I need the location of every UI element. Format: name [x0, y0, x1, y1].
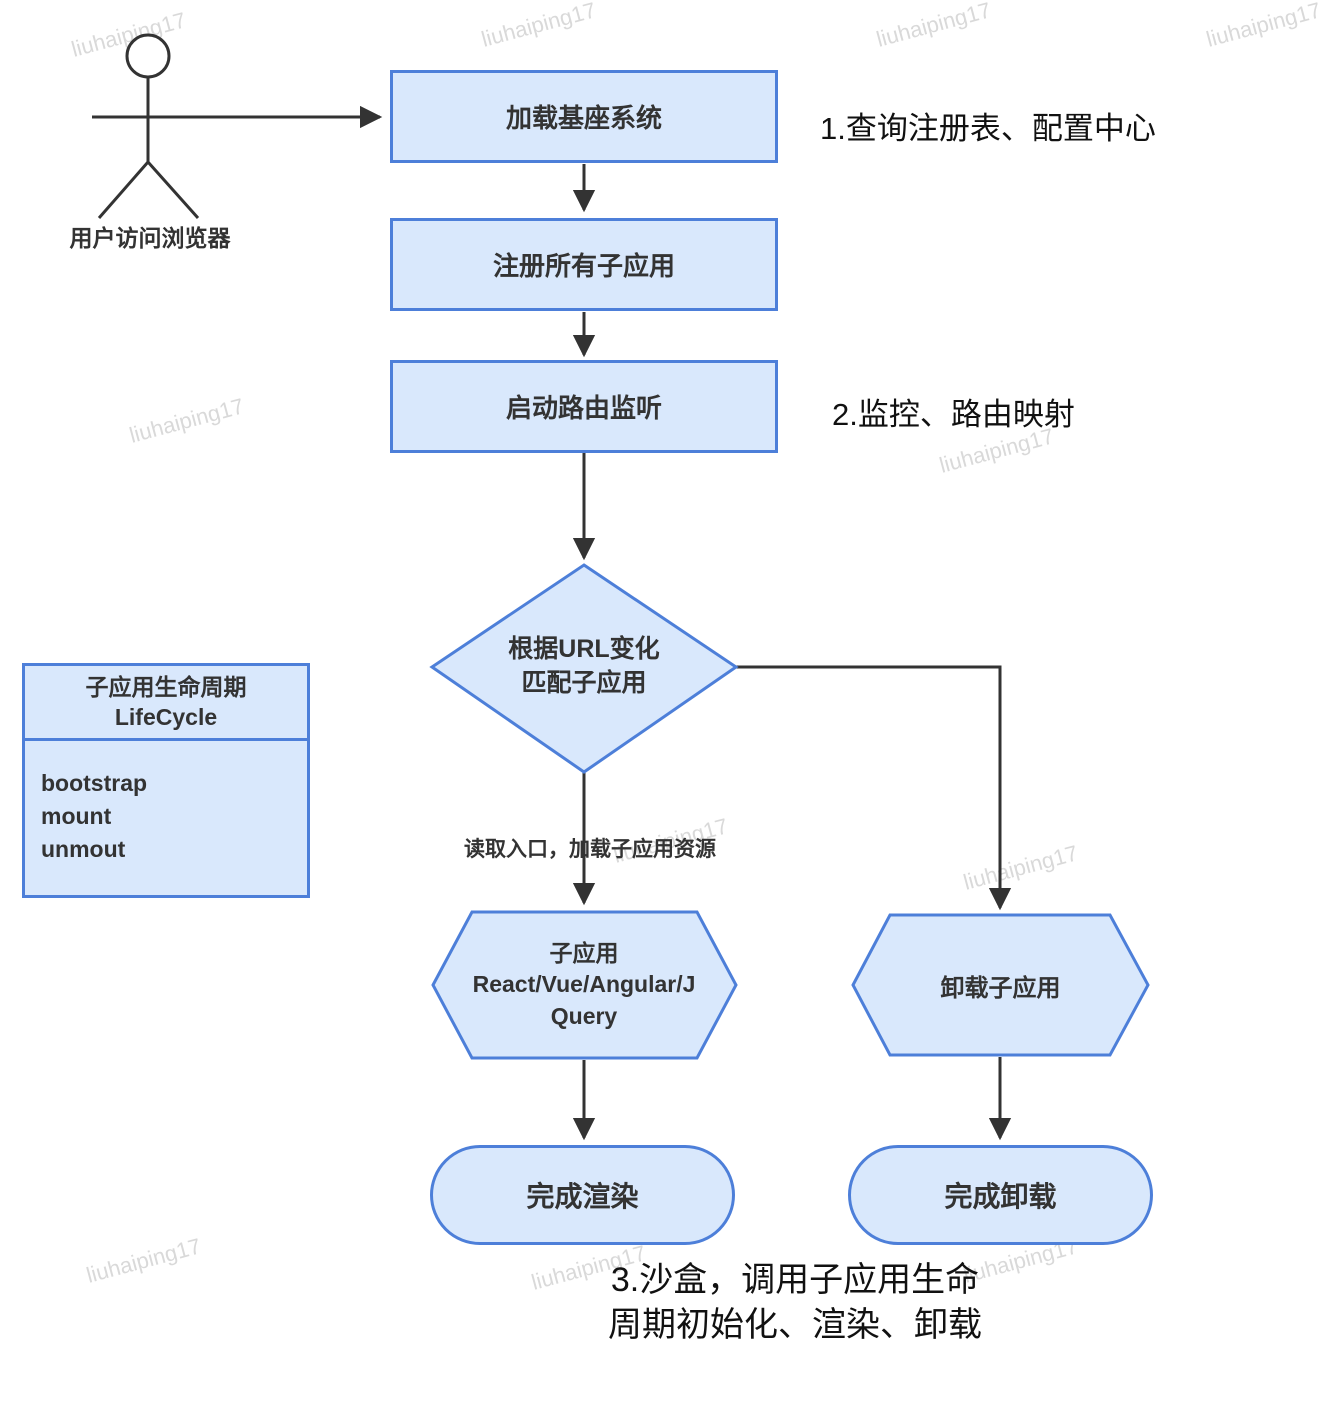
node-unload-shape — [851, 913, 1150, 1057]
arrow-decision-to-unload — [736, 665, 1012, 911]
decision-line1: 根据URL变化 — [508, 635, 660, 664]
node-register-subapps: 注册所有子应用 — [390, 218, 778, 311]
annotation-3-line1: 3.沙盒，调用子应用生命 — [610, 1261, 980, 1299]
node-load-base: 加载基座系统 — [390, 70, 778, 163]
lifecycle-subtitle: LifeCycle — [114, 703, 218, 730]
node-register-subapps-label: 注册所有子应用 — [492, 251, 675, 281]
annotation-1: 1.查询注册表、配置中心 — [820, 111, 1156, 146]
node-unload-done: 完成卸载 — [848, 1145, 1153, 1245]
actor-leg-right — [146, 161, 200, 219]
subapp-line2: React/Vue/Angular/J — [472, 971, 696, 998]
actor-figure — [97, 33, 200, 219]
node-render-done-label: 完成渲染 — [526, 1181, 639, 1212]
lifecycle-item-mount: mount — [41, 803, 112, 830]
node-render-done: 完成渲染 — [430, 1145, 735, 1245]
decision-line2: 匹配子应用 — [521, 669, 647, 697]
actor-label: 用户访问浏览器 — [69, 225, 231, 251]
node-load-base-label: 加载基座系统 — [505, 103, 662, 133]
node-unload-done-label: 完成卸载 — [944, 1181, 1057, 1212]
unload-line: 卸载子应用 — [940, 974, 1061, 1002]
node-start-router: 启动路由监听 — [390, 360, 778, 453]
lifecycle-title: 子应用生命周期 — [85, 674, 247, 700]
edge-label-load-resources: 读取入口，加载子应用资源 — [464, 838, 716, 861]
node-subapp-label: 子应用 React/Vue/Angular/J Query — [444, 922, 724, 1048]
lifecycle-item-bootstrap: bootstrap — [41, 769, 148, 796]
lifecycle-body: bootstrap mount unmout — [25, 741, 307, 867]
lifecycle-header: 子应用生命周期 LifeCycle — [25, 666, 307, 741]
node-unload-label: 卸载子应用 — [863, 925, 1138, 1045]
node-subapp-shape — [431, 910, 738, 1060]
actor-head — [125, 33, 171, 79]
annotation-3-line2: 周期初始化、渲染、卸载 — [608, 1305, 982, 1344]
subapp-line3: Query — [550, 1002, 618, 1029]
lifecycle-box: 子应用生命周期 LifeCycle bootstrap mount unmout — [22, 663, 310, 898]
node-start-router-label: 启动路由监听 — [505, 393, 662, 423]
annotation-2: 2.监控、路由映射 — [832, 397, 1075, 432]
node-decision-shape — [429, 563, 739, 774]
subapp-line1: 子应用 — [549, 940, 619, 967]
actor-leg-left — [97, 161, 150, 219]
node-decision-label: 根据URL变化 匹配子应用 — [444, 612, 724, 722]
annotation-3: 3.沙盒，调用子应用生命 周期初始化、渲染、卸载 — [505, 1258, 1085, 1348]
lifecycle-item-unmout: unmout — [41, 836, 126, 863]
